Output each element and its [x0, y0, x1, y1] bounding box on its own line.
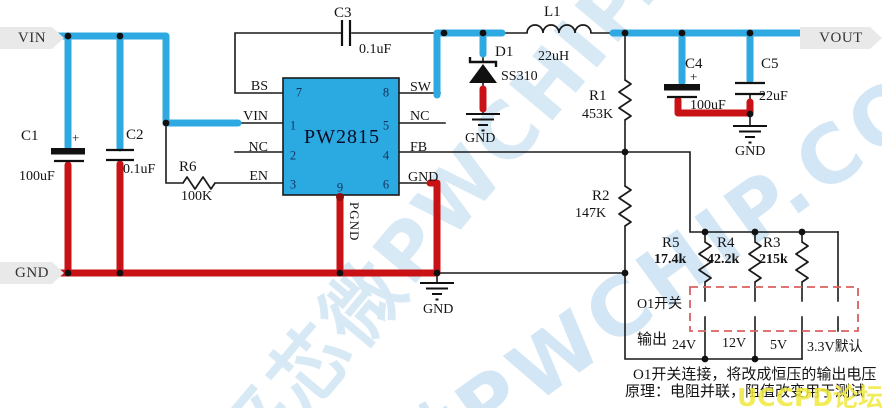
c1-value: 100uF: [19, 169, 55, 184]
capacitor-symbols: [51, 20, 765, 163]
option-24v: 24V: [672, 338, 697, 353]
c4-value: 100uF: [690, 98, 726, 113]
l1-ref: L1: [544, 4, 561, 20]
r5-value: 17.4k: [654, 252, 687, 267]
c3-value: 0.1uF: [359, 42, 392, 57]
l1-value: 22uH: [538, 49, 570, 64]
ic-pin-en-label: EN: [249, 169, 268, 184]
r6-ref: R6: [179, 159, 197, 175]
gnd-terminal-label: GND: [15, 264, 49, 281]
c4-plus-sign: +: [690, 69, 698, 84]
output-label: 输出: [637, 332, 668, 348]
r2-value: 147K: [575, 206, 607, 221]
ic-pin-number-6: 6: [382, 177, 390, 192]
ic-pin-nc2-label: NC: [248, 140, 268, 155]
ic-pin-number-8: 8: [382, 85, 390, 100]
ic-pin-number-5: 5: [382, 118, 390, 133]
ic-pgnd-label: PGND: [347, 202, 362, 242]
ic-pin-number-3: 3: [289, 177, 297, 192]
ic-pin-number-1: 1: [289, 118, 297, 133]
ic-pin-number-9: 9: [336, 180, 344, 195]
switch-dashed-box: [689, 286, 859, 332]
junction-dots: [64, 29, 806, 363]
r2-ref: R2: [592, 188, 610, 204]
r3-value: 215k: [759, 252, 788, 267]
note-line-1: O1开关连接，将改成恒压的输出电压: [633, 367, 877, 383]
c3-ref: C3: [334, 5, 352, 21]
c5-gnd-label: GND: [735, 144, 766, 159]
option-3v3-default: 3.3V默认: [807, 340, 863, 355]
o1-switch-label: O1开关: [637, 297, 683, 312]
ic-body: [282, 77, 400, 196]
r3-ref: R3: [763, 235, 781, 251]
ic-pin-number-4: 4: [382, 148, 390, 163]
r1-ref: R1: [589, 88, 607, 104]
resistor-symbols: [182, 79, 809, 283]
vout-terminal-label: VOUT: [819, 29, 863, 46]
vout-terminal: VOUT: [800, 27, 882, 49]
ic-pin-sw-label: SW: [410, 80, 431, 95]
r6-value: 100K: [181, 189, 213, 204]
ic-pin-vin-label: VIN: [243, 109, 268, 124]
c1-ref: C1: [21, 128, 39, 144]
ic-pin-gnd-label: GND: [408, 170, 439, 185]
c2-value: 0.1uF: [123, 162, 156, 177]
r5-ref: R5: [662, 235, 680, 251]
r4-ref: R4: [717, 235, 735, 251]
ic-pin-bs-label: BS: [250, 79, 268, 94]
c4-ref: C4: [685, 56, 703, 72]
c1-plus-sign: +: [72, 130, 80, 145]
ground-symbols: [420, 113, 767, 301]
mid-gnd-label: GND: [423, 302, 454, 317]
d1-gnd-label: GND: [465, 131, 496, 146]
r1-value: 453K: [582, 107, 614, 122]
power-wires-blue: [51, 29, 835, 152]
c2-ref: C2: [126, 127, 144, 143]
ic-pin-number-7: 7: [295, 85, 303, 100]
option-12v: 12V: [722, 336, 747, 351]
inductor-symbol: [526, 24, 592, 34]
r4-value: 42.2k: [707, 252, 740, 267]
gnd-terminal: GND: [0, 262, 64, 284]
d1-value: SS310: [501, 69, 538, 84]
ic-pin-nc5-label: NC: [410, 109, 430, 124]
ic-pin-fb-label: FB: [410, 140, 428, 155]
option-5v: 5V: [770, 338, 788, 353]
ic-part-number: PW2815: [304, 126, 380, 148]
vin-terminal: VIN: [0, 27, 64, 49]
c5-ref: C5: [761, 56, 779, 72]
note-line-2: 原理：电阻并联，阻值改变用于测试: [625, 384, 866, 400]
ic-pin-number-2: 2: [289, 148, 297, 163]
diode-symbol: [468, 57, 498, 83]
d1-ref: D1: [495, 44, 514, 60]
c5-value: 22uF: [759, 89, 788, 104]
forum-watermark: UCCPD论坛: [737, 383, 882, 408]
vin-terminal-label: VIN: [17, 29, 47, 46]
ground-wires-red: [51, 85, 754, 277]
